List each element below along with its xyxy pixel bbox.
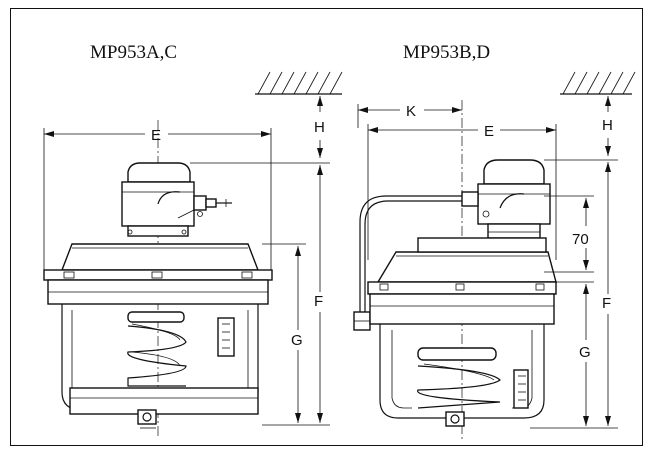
left-view: E [43, 71, 343, 436]
left-dim-f-g: F G [190, 162, 330, 426]
left-dim-e: E [43, 127, 272, 272]
right-label-70: 70 [572, 231, 589, 248]
right-dim-70: 70 [544, 195, 594, 273]
right-label-g: G [579, 344, 591, 361]
left-label-f: F [314, 293, 323, 310]
right-label-k: K [406, 103, 416, 120]
left-ceiling-hatch [255, 71, 343, 95]
right-view-title: MP953B,D [403, 42, 490, 63]
right-switch-box [461, 159, 551, 239]
right-dim-e: E [367, 123, 557, 260]
right-spring-yoke [379, 324, 545, 427]
left-view-title: MP953A,C [90, 42, 177, 63]
right-upper-housing [367, 237, 557, 325]
right-ceiling-hatch [560, 71, 636, 95]
right-bypass-tube [353, 195, 462, 331]
left-label-h: H [314, 119, 325, 136]
left-switch-box [121, 162, 232, 237]
left-upper-housing [43, 243, 273, 305]
right-label-h: H [602, 117, 613, 134]
left-label-g: G [291, 332, 303, 349]
left-label-e: E [151, 127, 161, 144]
right-label-e: E [484, 123, 494, 140]
right-dim-h: H [602, 96, 613, 156]
right-label-f: F [602, 295, 611, 312]
right-dim-f-g: F G [530, 159, 618, 429]
right-dim-k: K [357, 103, 462, 128]
right-view: K E [353, 71, 636, 440]
left-spring-yoke [61, 304, 259, 429]
left-dim-h: H [314, 96, 325, 158]
